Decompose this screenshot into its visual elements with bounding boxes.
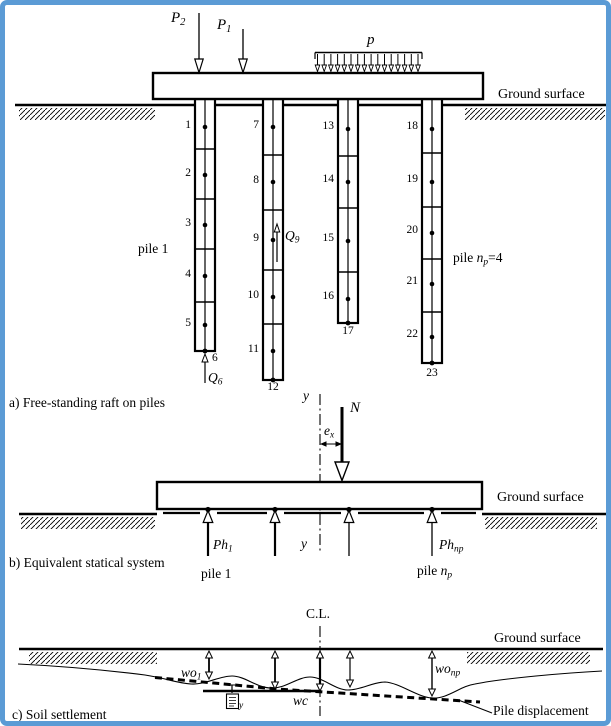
- soil-hatch-a-left: [19, 108, 155, 120]
- pile1-label-b: pile 1: [201, 566, 232, 581]
- pile-node-label: 20: [406, 224, 419, 236]
- soil-hatch-b-right: [485, 517, 597, 529]
- pile-np-label-b: pile np: [417, 563, 453, 581]
- pile-node-label: 3: [185, 217, 191, 229]
- wo1-label: wo1: [181, 665, 202, 683]
- pile-displacement-line: [154, 676, 481, 704]
- load-p2-label: P2: [171, 10, 186, 28]
- pile-node-label: 23: [426, 367, 438, 379]
- ground-surface-label-c: Ground surface: [494, 631, 581, 646]
- pile-node-label: 19: [406, 173, 419, 185]
- pile-node-label: 14: [322, 173, 335, 185]
- ex-dimension-arrow: [320, 441, 342, 447]
- pile-node-label: 5: [185, 317, 191, 329]
- pile-displacement-label: Pile displacement: [493, 703, 589, 718]
- pile-node-label: 9: [253, 232, 259, 244]
- pile-1: [193, 97, 217, 354]
- rotation-glyph-subscript: y: [239, 701, 244, 711]
- pile-node-label: 16: [322, 290, 335, 302]
- section-b-linework: [19, 394, 606, 556]
- section-c-linework: [17, 626, 603, 716]
- q9-arrow: [273, 222, 281, 262]
- pile1-label-a: pile 1: [138, 241, 169, 256]
- wonp-label: wonp: [435, 661, 461, 679]
- phnp-label: Phnp: [439, 537, 464, 555]
- caption-a: a) Free-standing raft on piles: [9, 395, 165, 410]
- caption-c: c) Soil settlement: [12, 707, 107, 722]
- pile-node-label: 2: [185, 167, 191, 179]
- section-a-linework: [15, 13, 606, 383]
- pile-node-label: 6: [212, 352, 218, 364]
- dist-load-label: p: [367, 32, 375, 48]
- pile-np-label-a: pile np=4: [453, 250, 503, 268]
- rotation-glyph: [225, 684, 240, 710]
- pile-node-label: 21: [406, 275, 419, 287]
- ex-label: ex: [324, 423, 335, 441]
- pile-reaction-arrows: [202, 506, 438, 556]
- pile-node-label: 4: [185, 268, 191, 280]
- soil-hatch-c-right: [467, 652, 590, 664]
- load-p1-label: P1: [217, 17, 232, 35]
- settlement-arrows: [204, 649, 437, 698]
- pile-displacement-pointer: [456, 699, 493, 714]
- pile-node-label: 17: [342, 325, 354, 337]
- pile-node-label: 15: [322, 232, 335, 244]
- pile-node-label: 1: [185, 119, 191, 131]
- q6-arrow: [201, 352, 209, 383]
- distributed-load-p: [314, 51, 423, 73]
- soil-hatch-a-right: [465, 108, 605, 120]
- load-arrow-p1: [237, 29, 249, 75]
- ph1-label: Ph1: [213, 537, 233, 555]
- y-axis-bottom-label: y: [301, 536, 307, 551]
- pile-node-label: 7: [253, 119, 259, 131]
- pile-4: [420, 97, 444, 366]
- settlement-curve: [17, 663, 603, 699]
- soil-hatch-b-left: [21, 517, 155, 529]
- raft-b: [155, 480, 484, 511]
- pile-node-label: 13: [322, 120, 335, 132]
- ground-surface-label-b: Ground surface: [497, 490, 584, 505]
- ground-surface-label-a: Ground surface: [498, 87, 585, 102]
- pile-node-label: 22: [406, 328, 419, 340]
- q6-label: Q6: [208, 370, 223, 388]
- raft-a: [151, 71, 485, 101]
- n-load-label: N: [350, 400, 361, 416]
- load-arrow-p2: [193, 13, 205, 75]
- y-axis-top-label: y: [303, 388, 309, 403]
- caption-b: b) Equivalent statical system: [9, 555, 165, 570]
- load-arrow-n: [333, 407, 351, 483]
- soil-hatch-c-left: [29, 652, 157, 664]
- pile-3: [336, 97, 360, 326]
- pile-node-label: 18: [406, 120, 419, 132]
- pile-2: [261, 97, 285, 383]
- diagram-canvas: [15, 13, 606, 716]
- pile-node-label: 8: [253, 174, 259, 186]
- centerline-label: C.L.: [306, 606, 331, 621]
- wc-label: wc: [293, 693, 308, 708]
- pile-node-label: 12: [267, 381, 279, 393]
- pile-node-label: 10: [247, 289, 260, 301]
- q9-label: Q9: [285, 228, 300, 246]
- pile-node-label: 11: [247, 343, 259, 355]
